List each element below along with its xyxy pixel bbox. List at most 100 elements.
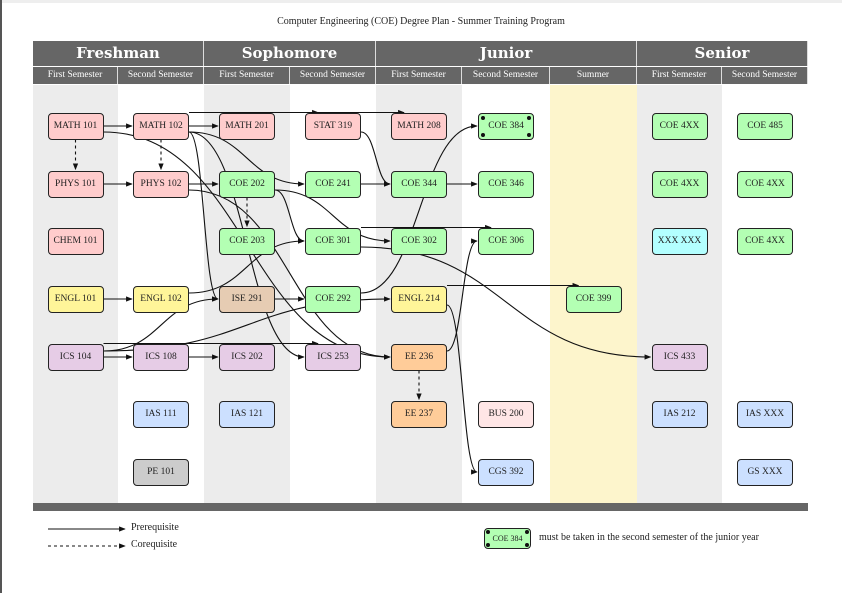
- semester-column: [462, 85, 550, 503]
- course-box[interactable]: MATH 102: [133, 112, 189, 140]
- course-label: MATH 201: [225, 120, 269, 131]
- legend-lines: [48, 526, 126, 549]
- course-box[interactable]: IAS 212: [651, 400, 708, 428]
- course-box[interactable]: COE 302: [391, 227, 447, 255]
- course-box[interactable]: BUS 200: [478, 400, 534, 428]
- course-label: COE 203: [229, 235, 265, 246]
- course-box[interactable]: COE 4XX: [737, 227, 793, 255]
- corner-dot-icon: [486, 530, 490, 534]
- corner-dot-icon: [481, 132, 485, 137]
- corner-dot-icon: [527, 132, 531, 137]
- course-box[interactable]: COE 485: [737, 112, 793, 140]
- course-label: XXX XXX: [657, 235, 702, 246]
- window-left-edge: [0, 0, 2, 593]
- course-label: COE 4XX: [659, 178, 700, 189]
- course-label: COE 306: [488, 235, 524, 246]
- year-header-freshman: Freshman: [33, 41, 204, 66]
- corner-dot-icon: [486, 543, 490, 547]
- course-box[interactable]: PE 101: [133, 458, 189, 486]
- semester-header: First Semester: [637, 67, 722, 84]
- semester-header: Summer: [550, 67, 637, 84]
- course-box[interactable]: COE 346: [478, 170, 534, 198]
- course-box[interactable]: MATH 208: [391, 112, 447, 140]
- course-box[interactable]: ENGL 102: [133, 285, 189, 313]
- course-box[interactable]: STAT 319: [305, 112, 361, 140]
- semester-header: First Semester: [376, 67, 462, 84]
- course-label: PHYS 101: [55, 178, 96, 189]
- course-box[interactable]: IAS 111: [133, 400, 189, 428]
- course-box[interactable]: PHYS 101: [47, 170, 104, 198]
- course-box[interactable]: COE 399: [565, 285, 622, 313]
- course-box[interactable]: PHYS 102: [133, 170, 189, 198]
- corner-dot-icon: [527, 115, 531, 120]
- course-label: CHEM 101: [53, 235, 98, 246]
- course-box[interactable]: COE 241: [305, 170, 361, 198]
- course-box[interactable]: COE 292: [305, 285, 361, 313]
- course-label: ICS 108: [145, 351, 177, 362]
- course-label: ENGL 102: [140, 293, 182, 304]
- course-label: EE 237: [404, 408, 434, 419]
- course-label: COE 302: [401, 235, 437, 246]
- course-label: COE 241: [315, 178, 351, 189]
- legend-prerequisite: Prerequisite: [131, 522, 179, 533]
- course-label: COE 202: [229, 178, 265, 189]
- course-box[interactable]: ENGL 214: [391, 285, 447, 313]
- course-box[interactable]: IAS 121: [219, 400, 275, 428]
- course-label: ENGL 214: [398, 293, 440, 304]
- course-label: IAS 111: [145, 408, 177, 419]
- course-label: ICS 202: [231, 351, 263, 362]
- semester-column: [722, 85, 808, 503]
- course-label: COE 4XX: [659, 120, 700, 131]
- semester-header: Second Semester: [462, 67, 550, 84]
- course-box[interactable]: COE 4XX: [651, 170, 708, 198]
- course-box[interactable]: ENGL 101: [47, 285, 104, 313]
- course-label: ENGL 101: [54, 293, 97, 304]
- course-label: COE 4XX: [745, 178, 785, 189]
- course-label: ICS 104: [59, 351, 92, 362]
- legend-fixed-course-label: COE 384: [492, 534, 523, 543]
- course-box[interactable]: MATH 101: [47, 112, 104, 140]
- course-box[interactable]: COE 344: [391, 170, 447, 198]
- legend-fixed-course-badge: COE 384: [484, 528, 531, 549]
- course-label: COE 346: [488, 178, 524, 189]
- course-box[interactable]: IAS XXX: [737, 400, 793, 428]
- course-box[interactable]: ICS 202: [219, 343, 275, 371]
- legend-corequisite: Corequisite: [131, 539, 178, 550]
- course-box[interactable]: EE 237: [391, 400, 447, 428]
- course-box[interactable]: ISE 291: [219, 285, 275, 313]
- course-box[interactable]: CGS 392: [478, 458, 534, 486]
- course-label: STAT 319: [313, 120, 353, 131]
- course-box[interactable]: MATH 201: [219, 112, 275, 140]
- course-box[interactable]: ICS 433: [651, 343, 708, 371]
- legend-fixed-note: must be taken in the second semester of …: [539, 532, 759, 543]
- course-box[interactable]: COE 306: [478, 227, 534, 255]
- course-box[interactable]: EE 236: [391, 343, 447, 371]
- semester-header: Second Semester: [118, 67, 204, 84]
- course-box[interactable]: COE 203: [219, 227, 275, 255]
- course-box[interactable]: ICS 104: [47, 343, 104, 371]
- course-box[interactable]: ICS 253: [305, 343, 361, 371]
- corner-dot-icon: [481, 115, 485, 120]
- course-box[interactable]: COE 4XX: [651, 112, 708, 140]
- course-label: ICS 253: [317, 351, 349, 362]
- corner-dot-icon: [525, 543, 529, 547]
- course-box[interactable]: CHEM 101: [47, 227, 104, 255]
- course-label: EE 236: [404, 351, 434, 362]
- course-box[interactable]: ICS 108: [133, 343, 189, 371]
- year-header-sophomore: Sophomore: [204, 41, 376, 66]
- course-label: MATH 208: [397, 120, 441, 131]
- course-box[interactable]: GS XXX: [737, 458, 793, 486]
- course-box[interactable]: COE 301: [305, 227, 361, 255]
- course-label: PHYS 102: [140, 178, 182, 189]
- course-box[interactable]: XXX XXX: [651, 227, 708, 255]
- course-box[interactable]: COE 384: [478, 112, 534, 140]
- course-box[interactable]: COE 4XX: [737, 170, 793, 198]
- course-label: MATH 102: [139, 120, 183, 131]
- course-label: COE 301: [315, 235, 351, 246]
- semester-header: First Semester: [33, 67, 118, 84]
- year-header-junior: Junior: [376, 41, 637, 66]
- course-label: MATH 101: [53, 120, 98, 131]
- course-box[interactable]: COE 202: [219, 170, 275, 198]
- course-label: COE 344: [401, 178, 437, 189]
- course-label: COE 485: [747, 120, 783, 131]
